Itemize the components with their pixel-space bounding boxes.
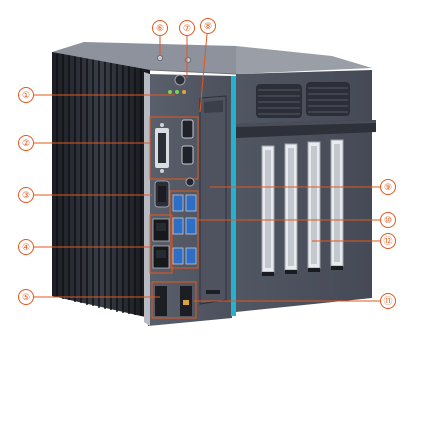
expansion-details bbox=[236, 82, 376, 276]
callout-2-circle bbox=[18, 135, 34, 151]
callout-3-label: ③ bbox=[22, 191, 30, 201]
lan-group-outline bbox=[149, 214, 173, 274]
fan-grille bbox=[256, 82, 350, 118]
serial-com-port bbox=[154, 180, 170, 208]
led-indicators bbox=[168, 90, 186, 94]
dc-jack bbox=[185, 177, 195, 187]
hdmi-port bbox=[181, 145, 194, 165]
top-cover-right bbox=[236, 46, 372, 74]
top-screw bbox=[184, 56, 192, 64]
callout-2-label: ② bbox=[22, 139, 30, 149]
callout-4-label: ④ bbox=[22, 243, 30, 253]
top-screw bbox=[156, 54, 164, 62]
front-details bbox=[149, 74, 227, 319]
callout-6-circle bbox=[152, 20, 168, 36]
leader-lines bbox=[34, 33, 380, 302]
display-port-group-outline bbox=[149, 116, 199, 180]
callout-5-label: ⑤ bbox=[22, 293, 30, 303]
storage-bay-cover bbox=[199, 95, 227, 305]
callout-1-label: ① bbox=[22, 91, 30, 101]
side-strip bbox=[144, 72, 150, 326]
hdmi-port bbox=[181, 119, 194, 139]
callout-4-circle bbox=[18, 239, 34, 255]
callout-6-label: ⑥ bbox=[156, 24, 164, 34]
dvi-port bbox=[155, 123, 169, 173]
callout-1-circle bbox=[18, 87, 34, 103]
callout-9-circle bbox=[380, 179, 396, 195]
lan-ports bbox=[152, 218, 170, 269]
callout-8-label: ⑧ bbox=[204, 22, 212, 32]
callout-12-label: ⑫ bbox=[383, 236, 392, 247]
sim-slot bbox=[206, 290, 220, 294]
terminal-block bbox=[155, 286, 192, 316]
power-button bbox=[174, 74, 186, 86]
callout-11-circle bbox=[380, 293, 396, 309]
callout-numbers: ① ② ③ ④ ⑤ ⑥ ⑦ ⑧ ⑨ ⑩ ⑪ ⑫ bbox=[22, 22, 393, 307]
callout-3-circle bbox=[18, 187, 34, 203]
callout-10-label: ⑩ bbox=[384, 216, 392, 226]
callout-7-label: ⑦ bbox=[183, 24, 191, 34]
callout-5-circle bbox=[18, 289, 34, 305]
callout-8-circle bbox=[200, 18, 216, 34]
heatsink-fins bbox=[52, 52, 150, 318]
top-cover bbox=[52, 42, 236, 74]
callout-7-circle bbox=[179, 20, 195, 36]
callout-11-label: ⑪ bbox=[383, 296, 392, 307]
callout-9-label: ⑨ bbox=[384, 183, 392, 193]
usb-ports bbox=[172, 194, 197, 265]
callout-labels bbox=[18, 18, 396, 309]
accent-stripe bbox=[231, 76, 236, 316]
usb-group-outline bbox=[169, 190, 199, 269]
callout-10-circle bbox=[380, 212, 396, 228]
callout-12-circle bbox=[380, 233, 396, 249]
terminal-block-outline bbox=[151, 281, 197, 319]
pcie-slots bbox=[261, 139, 344, 276]
